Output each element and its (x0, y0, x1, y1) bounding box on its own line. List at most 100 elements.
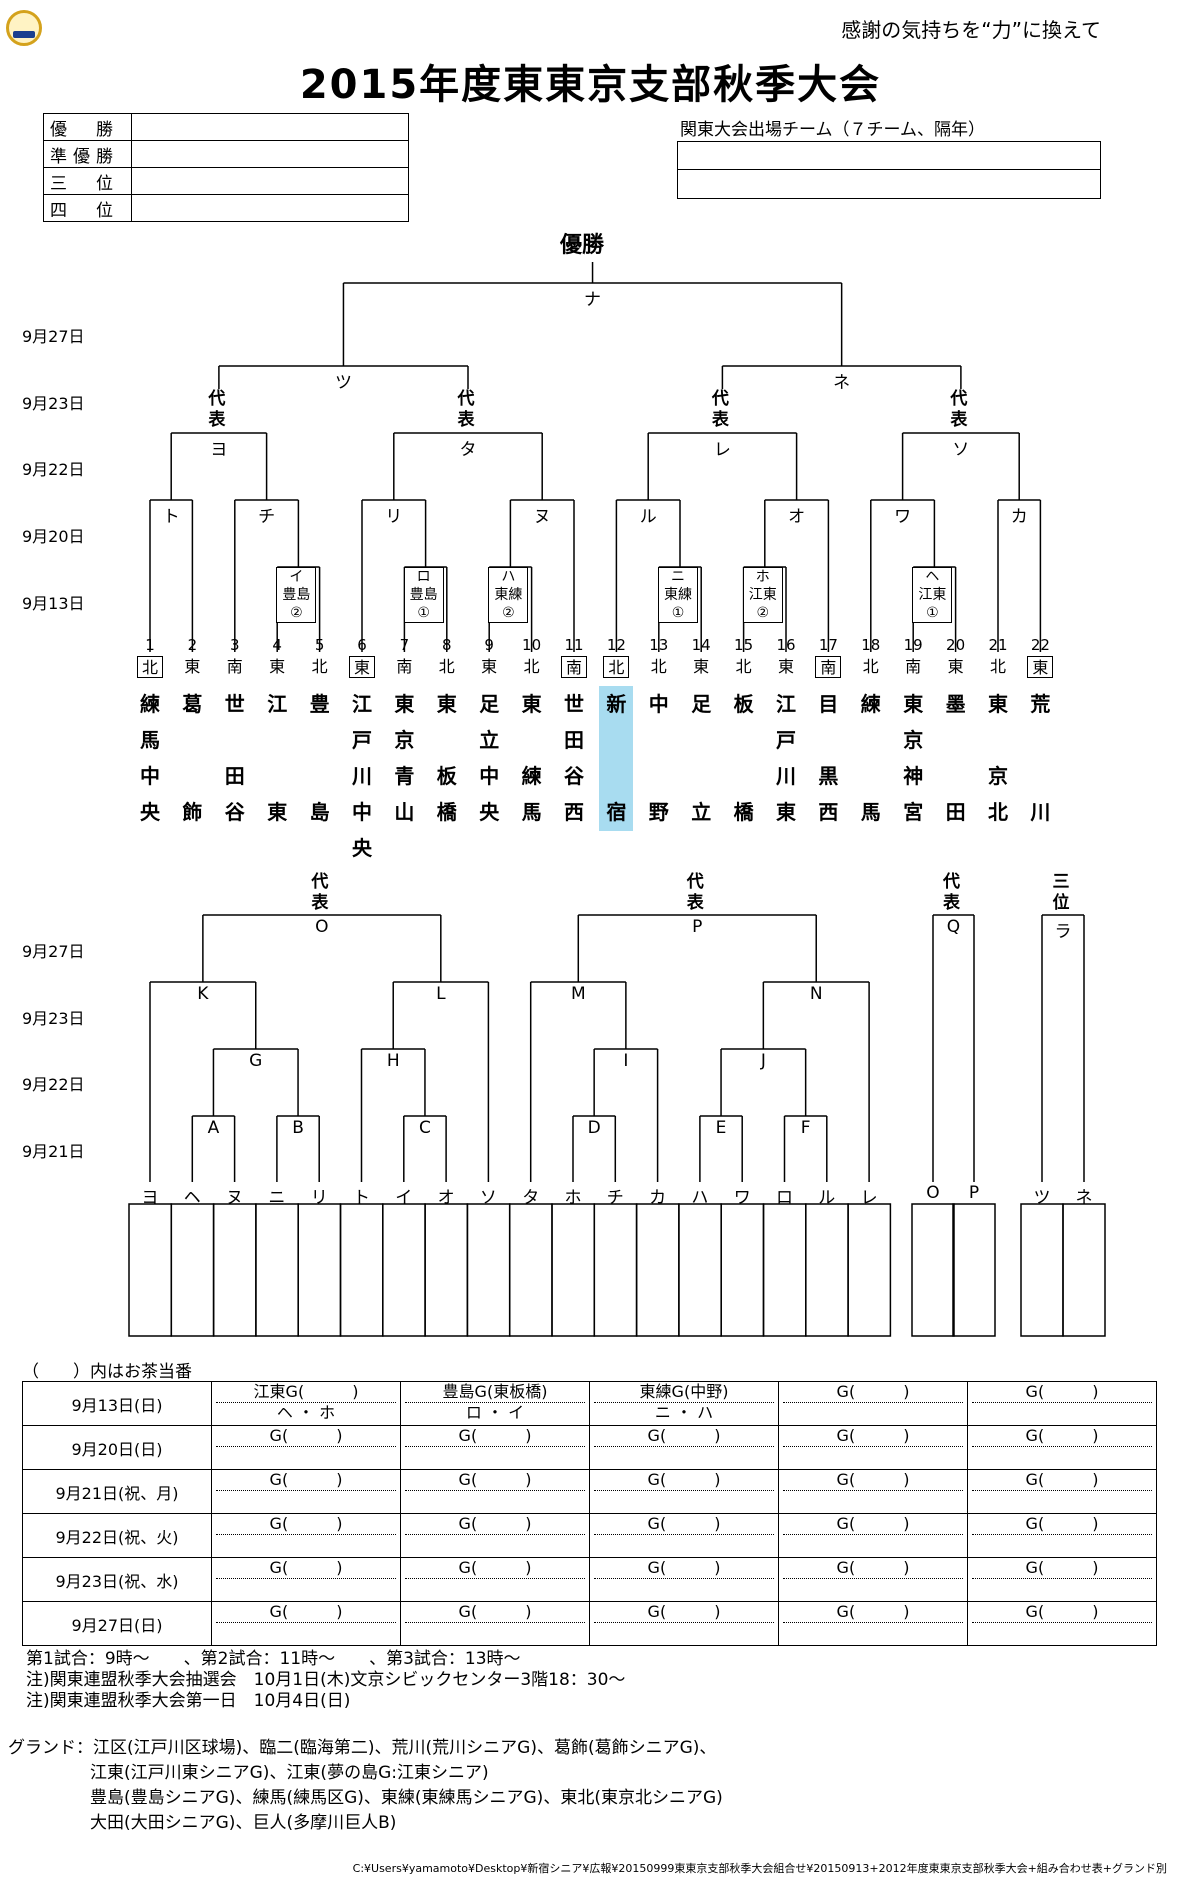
result-box[interactable] (212, 1203, 257, 1337)
ground-cell[interactable]: G( ) (589, 1557, 779, 1602)
ground-name: G( ) (972, 1382, 1152, 1403)
team-name-char (175, 758, 209, 794)
team-name[interactable]: 江戸川中央 (345, 686, 379, 866)
ground-cell[interactable]: G( ) (400, 1557, 590, 1602)
kanto-teams-box[interactable] (677, 141, 1101, 199)
grounds-line: 大田(大田シニアG)、巨人(多摩川巨人B) (90, 1813, 397, 1833)
result-box[interactable] (678, 1203, 722, 1337)
ground-games (779, 1447, 967, 1467)
team-name[interactable]: 墨田 (939, 686, 973, 830)
result-box[interactable] (466, 1203, 511, 1337)
ground-cell[interactable]: G( ) (778, 1513, 968, 1558)
team-name[interactable]: 中野 (642, 686, 676, 830)
result-box[interactable] (952, 1203, 996, 1337)
team-name-char (727, 722, 761, 758)
ground-cell[interactable]: G( ) (967, 1381, 1157, 1426)
team-name[interactable]: 江戸川東 (769, 686, 803, 830)
result-value[interactable] (131, 167, 409, 195)
ground-games: ニ ・ ハ (654, 1403, 714, 1422)
team-name-char: 練 (140, 692, 160, 716)
result-box[interactable] (805, 1203, 849, 1337)
result-box[interactable] (255, 1203, 299, 1337)
team-name[interactable]: 東京青山 (387, 686, 421, 830)
ground-cell[interactable]: G( ) (211, 1425, 401, 1470)
result-box[interactable] (1020, 1203, 1064, 1337)
team-name[interactable]: 足立 (684, 686, 718, 830)
round-label: ナ (584, 290, 602, 310)
ground-cell[interactable]: G( ) (589, 1601, 779, 1646)
team-name[interactable]: 江東 (260, 686, 294, 830)
ground-cell[interactable]: G( ) (778, 1469, 968, 1514)
result-box[interactable] (720, 1203, 765, 1337)
team-name[interactable]: 練馬中央 (133, 686, 167, 830)
team-number: 19 (903, 636, 923, 654)
ground-cell[interactable]: G( ) (400, 1469, 590, 1514)
ground-cell[interactable]: G( ) (778, 1601, 968, 1646)
bracket-slot: リ (310, 1188, 328, 1208)
ground-cell[interactable]: G( ) (400, 1513, 590, 1558)
result-value[interactable] (131, 194, 409, 222)
team-name[interactable]: 練馬 (854, 686, 888, 830)
team-name[interactable]: 東練馬 (515, 686, 549, 830)
ground-cell[interactable]: G( ) (967, 1425, 1157, 1470)
round-label: Q (946, 917, 961, 937)
ground-cell[interactable]: G( ) (400, 1601, 590, 1646)
result-box[interactable] (128, 1203, 173, 1337)
team-name[interactable]: 豊島 (303, 686, 337, 830)
team-name[interactable]: 東京神宮 (896, 686, 930, 830)
team-name[interactable]: 足立中央 (472, 686, 506, 830)
team-name[interactable]: 板橋 (727, 686, 761, 830)
ground-cell[interactable]: G( ) (967, 1469, 1157, 1514)
result-label: 三 位 (43, 167, 132, 195)
result-box[interactable] (508, 1203, 553, 1337)
ground-cell[interactable]: G( ) (589, 1425, 779, 1470)
team-name[interactable]: 荒川 (1023, 686, 1057, 830)
ground-games (779, 1623, 967, 1643)
first-round-n: ① (926, 605, 939, 621)
team-name[interactable]: 東京北 (981, 686, 1015, 830)
round-label: L (436, 984, 446, 1004)
ground-cell[interactable]: G( ) (400, 1425, 590, 1470)
bracket-slot: タ (522, 1188, 540, 1208)
ground-cell[interactable]: G( ) (967, 1557, 1157, 1602)
representative-label: 代表 (950, 389, 968, 430)
result-box[interactable] (339, 1203, 384, 1337)
ground-cell[interactable]: 豊島G(東板橋)ロ ・ イ (400, 1381, 590, 1426)
team-name[interactable]: 新宿 (599, 686, 634, 831)
team-name[interactable]: 葛飾 (175, 686, 209, 830)
result-box[interactable] (551, 1203, 596, 1337)
ground-cell[interactable]: G( ) (211, 1557, 401, 1602)
ground-cell[interactable]: G( ) (589, 1469, 779, 1514)
ground-cell[interactable]: G( ) (211, 1601, 401, 1646)
result-box[interactable] (762, 1203, 807, 1337)
team-name-char (599, 722, 633, 758)
ground-cell[interactable]: G( ) (778, 1381, 968, 1426)
grounds-line: 江区(江戸川区球場)、臨二(臨海第二)、荒川(荒川シニアG)、葛飾(葛飾シニアG… (93, 1738, 717, 1758)
team-name[interactable]: 世田谷 (218, 686, 252, 830)
team-name[interactable]: 東板橋 (430, 686, 464, 830)
result-box[interactable] (382, 1203, 426, 1337)
team-name[interactable]: 目黒西 (811, 686, 845, 830)
result-box[interactable] (635, 1203, 680, 1337)
ground-cell[interactable]: G( ) (778, 1425, 968, 1470)
ground-cell[interactable]: G( ) (778, 1557, 968, 1602)
ground-cell[interactable]: G( ) (211, 1513, 401, 1558)
team-name-char (684, 758, 718, 794)
result-box[interactable] (170, 1203, 215, 1337)
ground-cell[interactable]: G( ) (967, 1513, 1157, 1558)
ground-cell[interactable]: 東練G(中野)ニ ・ ハ (589, 1381, 779, 1426)
team-name[interactable]: 世田谷西 (557, 686, 591, 830)
result-box[interactable] (593, 1203, 638, 1337)
ground-games (401, 1535, 589, 1555)
ground-games (212, 1491, 400, 1511)
result-value[interactable] (131, 140, 409, 168)
ground-cell[interactable]: G( ) (589, 1513, 779, 1558)
result-box[interactable] (297, 1203, 342, 1337)
result-box[interactable] (847, 1203, 892, 1337)
ground-cell[interactable]: G( ) (967, 1601, 1157, 1646)
ground-cell[interactable]: 江東G( )ヘ ・ ホ (211, 1381, 401, 1426)
result-box[interactable] (424, 1203, 469, 1337)
result-box[interactable] (1062, 1203, 1106, 1337)
ground-cell[interactable]: G( ) (211, 1469, 401, 1514)
result-box[interactable] (911, 1203, 955, 1337)
